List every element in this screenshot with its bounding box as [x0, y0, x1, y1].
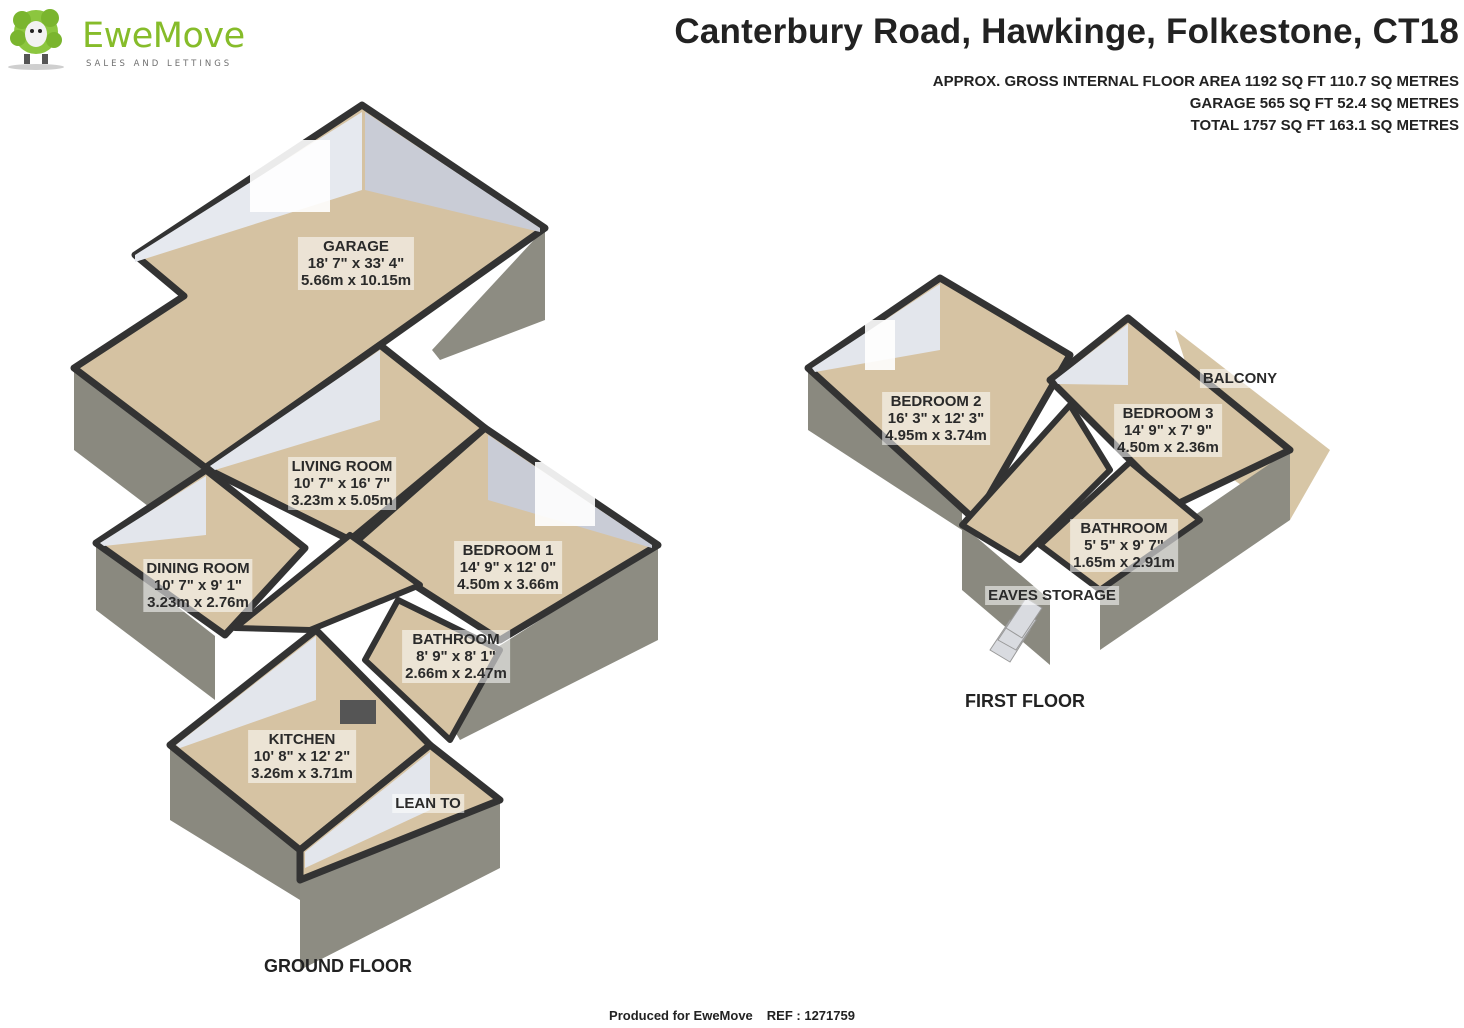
room-label-eaves-storage: EAVES STORAGE — [985, 586, 1119, 605]
room-label-living-room: LIVING ROOM 10' 7" x 16' 7" 3.23m x 5.05… — [288, 457, 396, 510]
bedroom-1-window — [535, 462, 595, 526]
brand-name: EweMove — [82, 16, 245, 56]
brand-tagline: SALES AND LETTINGS — [86, 59, 233, 69]
lean-to-wall — [305, 752, 430, 868]
dining-room-wall — [100, 476, 206, 546]
room-name: BATHROOM — [1080, 520, 1168, 537]
room-size-metric: 5.66m x 10.15m — [300, 272, 412, 289]
area-line-total: TOTAL 1757 SQ FT 163.1 SQ METRES — [1190, 117, 1459, 134]
floor-area-summary: APPROX. GROSS INTERNAL FLOOR AREA 1192 S… — [933, 71, 1459, 137]
room-size-imperial: 14' 9" x 12' 0" — [459, 559, 557, 576]
room-label-first-bathroom: BATHROOM 5' 5" x 9' 7" 1.65m x 2.91m — [1070, 519, 1178, 572]
room-size-imperial: 8' 9" x 8' 1" — [416, 648, 496, 665]
room-name: BEDROOM 1 — [462, 542, 554, 559]
room-label-lean-to: LEAN TO — [392, 794, 464, 813]
room-size-imperial: 5' 5" x 9' 7" — [1084, 537, 1164, 554]
first-floor-west-exterior — [808, 368, 962, 530]
reference-number: REF : 1271759 — [766, 1008, 855, 1023]
bedroom-2-window — [865, 320, 895, 370]
garage-exterior-wall — [432, 228, 545, 360]
bedroom-3-wall — [1055, 324, 1128, 385]
room-size-imperial: 14' 9" x 7' 9" — [1123, 422, 1213, 439]
ground-floor-plan — [70, 101, 662, 970]
ewemove-logo: EweMove SALES AND LETTINGS — [6, 4, 246, 74]
room-label-dining-room: DINING ROOM 10' 7" x 9' 1" 3.23m x 2.76m — [143, 559, 253, 612]
room-size-metric: 3.23m x 2.76m — [147, 594, 249, 611]
sheep-mascot-icon — [8, 9, 64, 70]
east-exterior-wall — [430, 545, 658, 740]
property-address: Canterbury Road, Hawkinge, Folkestone, C… — [674, 12, 1459, 51]
room-name: KITCHEN — [268, 731, 336, 748]
garage-side-wall — [365, 112, 540, 232]
room-label-balcony: BALCONY — [1199, 369, 1281, 388]
room-size-metric: 4.50m x 2.36m — [1117, 439, 1219, 456]
room-label-bedroom-3: BEDROOM 3 14' 9" x 7' 9" 4.50m x 2.36m — [1114, 404, 1222, 457]
room-name: BEDROOM 3 — [1122, 405, 1214, 422]
room-label-ground-bathroom: BATHROOM 8' 9" x 8' 1" 2.66m x 2.47m — [402, 630, 510, 683]
room-label-garage: GARAGE 18' 7" x 33' 4" 5.66m x 10.15m — [297, 237, 415, 290]
room-size-imperial: 16' 3" x 12' 3" — [887, 410, 985, 427]
room-name: GARAGE — [323, 238, 389, 255]
room-label-kitchen: KITCHEN 10' 8" x 12' 2" 3.26m x 3.71m — [248, 730, 356, 783]
dining-room-floor — [92, 466, 309, 639]
dining-exterior-wall — [96, 543, 215, 700]
garage-window — [250, 140, 330, 212]
room-size-imperial: 18' 7" x 33' 4" — [307, 255, 405, 272]
footer: Produced for EweMove REF : 1271759 — [0, 1008, 1464, 1023]
first-floor-plan — [804, 274, 1330, 665]
room-name: BEDROOM 2 — [890, 393, 982, 410]
living-room-wall — [210, 350, 380, 470]
first-floor-east-exterior — [1100, 450, 1290, 650]
staircase — [989, 597, 1043, 663]
hallway-floor — [232, 532, 423, 633]
room-name: EAVES STORAGE — [988, 587, 1116, 604]
room-size-imperial: 10' 8" x 12' 2" — [253, 748, 351, 765]
produced-for-text: Produced for EweMove — [609, 1008, 753, 1023]
area-line-garage: GARAGE 565 SQ FT 52.4 SQ METRES — [1189, 95, 1459, 112]
kitchen-exterior-wall — [170, 745, 300, 900]
room-size-metric: 1.65m x 2.91m — [1073, 554, 1175, 571]
room-name: LEAN TO — [395, 795, 461, 812]
room-name: BATHROOM — [412, 631, 500, 648]
room-size-imperial: 10' 7" x 9' 1" — [153, 577, 243, 594]
room-size-metric: 4.50m x 3.66m — [457, 576, 559, 593]
room-size-metric: 4.95m x 3.74m — [885, 427, 987, 444]
area-line-internal: APPROX. GROSS INTERNAL FLOOR AREA 1192 S… — [932, 73, 1459, 90]
room-label-bedroom-1: BEDROOM 1 14' 9" x 12' 0" 4.50m x 3.66m — [454, 541, 562, 594]
first-floor-title: FIRST FLOOR — [965, 691, 1085, 711]
ground-floor-title: GROUND FLOOR — [264, 956, 412, 976]
room-name: BALCONY — [1202, 370, 1278, 387]
room-label-bedroom-2: BEDROOM 2 16' 3" x 12' 3" 4.95m x 3.74m — [882, 392, 990, 445]
room-size-metric: 3.23m x 5.05m — [291, 492, 393, 509]
room-size-metric: 2.66m x 2.47m — [405, 665, 507, 682]
room-size-metric: 3.26m x 3.71m — [251, 765, 353, 782]
kitchen-wall — [176, 636, 316, 748]
room-size-imperial: 10' 7" x 16' 7" — [293, 475, 391, 492]
cooker-hob — [340, 700, 376, 724]
room-name: DINING ROOM — [146, 560, 250, 577]
eaves-storage-floor — [959, 402, 1113, 563]
room-name: LIVING ROOM — [291, 458, 393, 475]
